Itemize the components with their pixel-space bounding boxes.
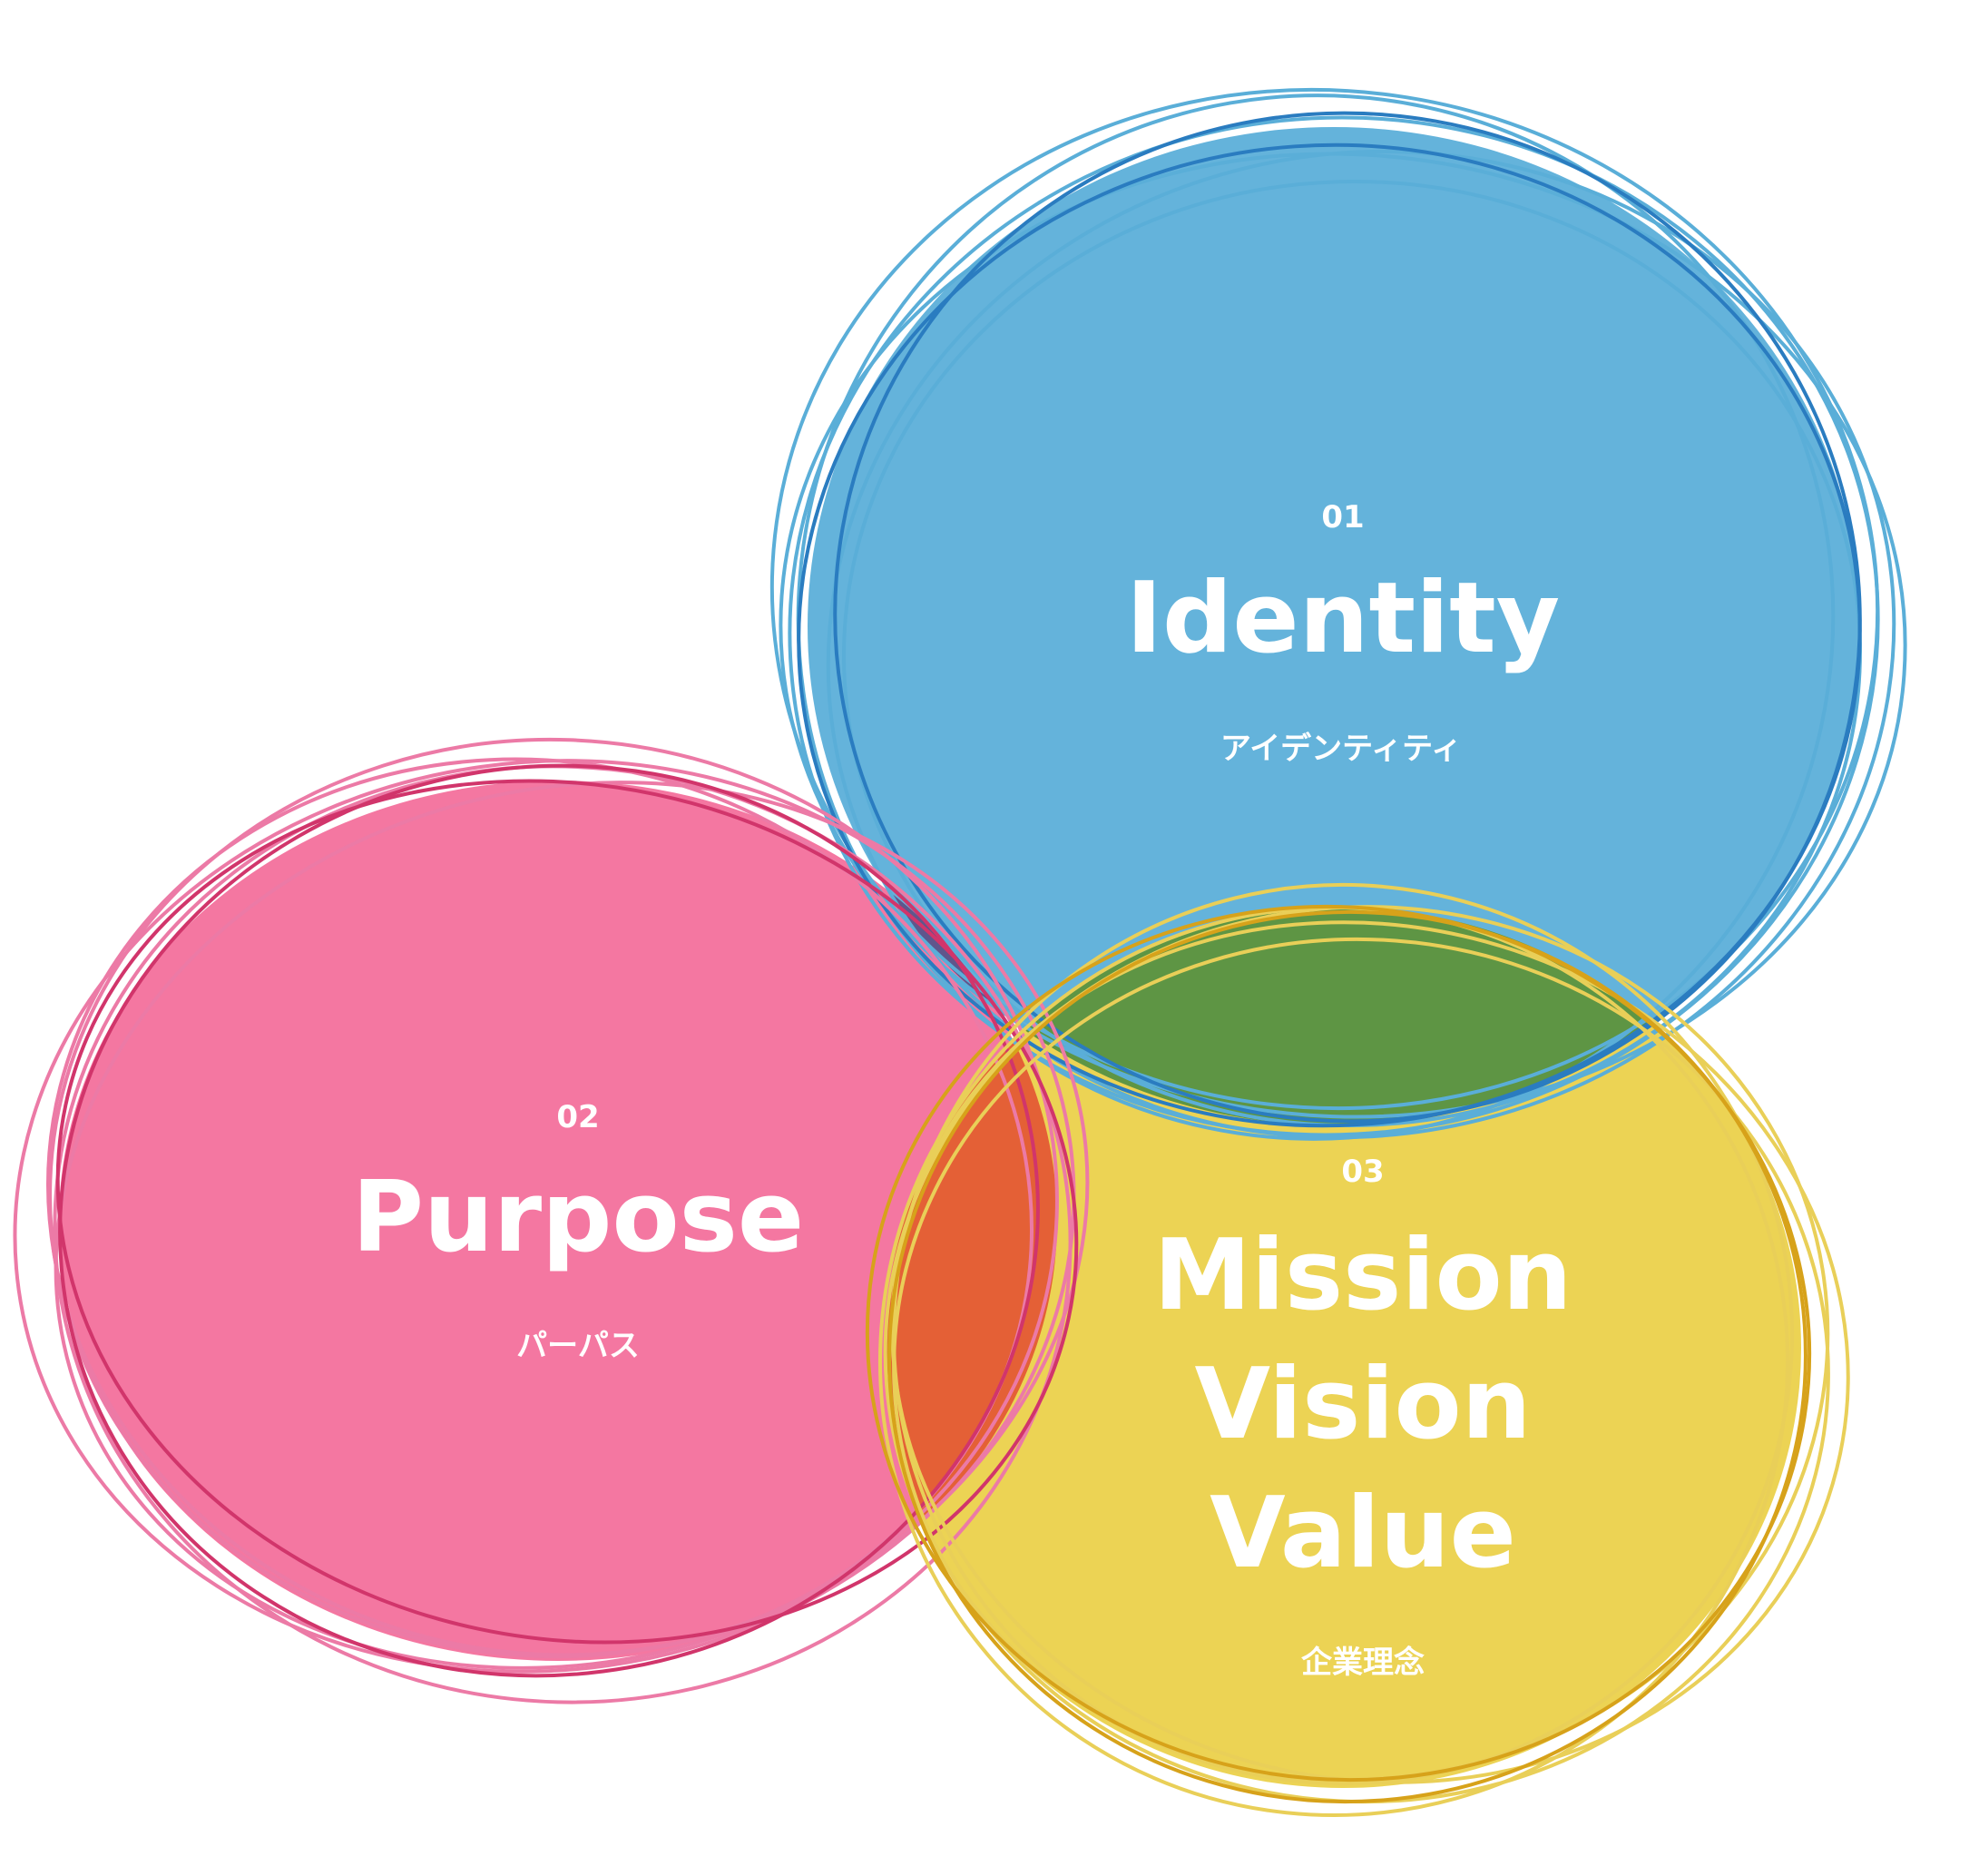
purpose-number: 02 [556, 1099, 599, 1135]
purpose-ring [13, 759, 1076, 1674]
mission-title-line-3: Value [1210, 1477, 1516, 1590]
purpose-outline-rings [13, 737, 1090, 1704]
identity-outline-rings [769, 87, 1907, 1141]
mission-number: 03 [1341, 1154, 1384, 1190]
purpose-ring [54, 781, 1090, 1670]
purpose-title: Purpose [352, 1161, 804, 1274]
mission-ring-dark [865, 904, 1812, 1783]
mission-title-line-2: Vision [1194, 1348, 1531, 1461]
purpose-ring-dark [58, 763, 1040, 1678]
purpose-blob [59, 781, 1057, 1661]
identity-label-group: 01 Identity アイデンティティ [1126, 499, 1560, 767]
purpose-ring [48, 737, 1059, 1659]
mission-subtitle: 企業理念 [1301, 1645, 1425, 1681]
mission-blob [885, 908, 1801, 1788]
identity-blob [808, 127, 1860, 1125]
purpose-label-group: 02 Purpose パーパス [352, 1099, 804, 1364]
mission-ring-dark [887, 909, 1808, 1804]
identity-ring-dark [833, 111, 1862, 1124]
identity-ring [769, 87, 1880, 1111]
mission-outline-rings [865, 883, 1850, 1817]
mission-label-group: 03 Mission Vision Value 企業理念 [1153, 1154, 1572, 1681]
identity-title: Identity [1126, 562, 1560, 675]
mission-title-line-1: Mission [1153, 1219, 1572, 1332]
identity-number: 01 [1321, 499, 1364, 535]
purpose-ring-dark [55, 779, 1079, 1645]
purpose-subtitle: パーパス [516, 1328, 640, 1364]
identity-subtitle: アイデンティティ [1220, 731, 1462, 767]
identity-ring [826, 149, 1896, 1140]
identity-ring [779, 152, 1907, 1119]
identity-ring [796, 93, 1836, 1141]
